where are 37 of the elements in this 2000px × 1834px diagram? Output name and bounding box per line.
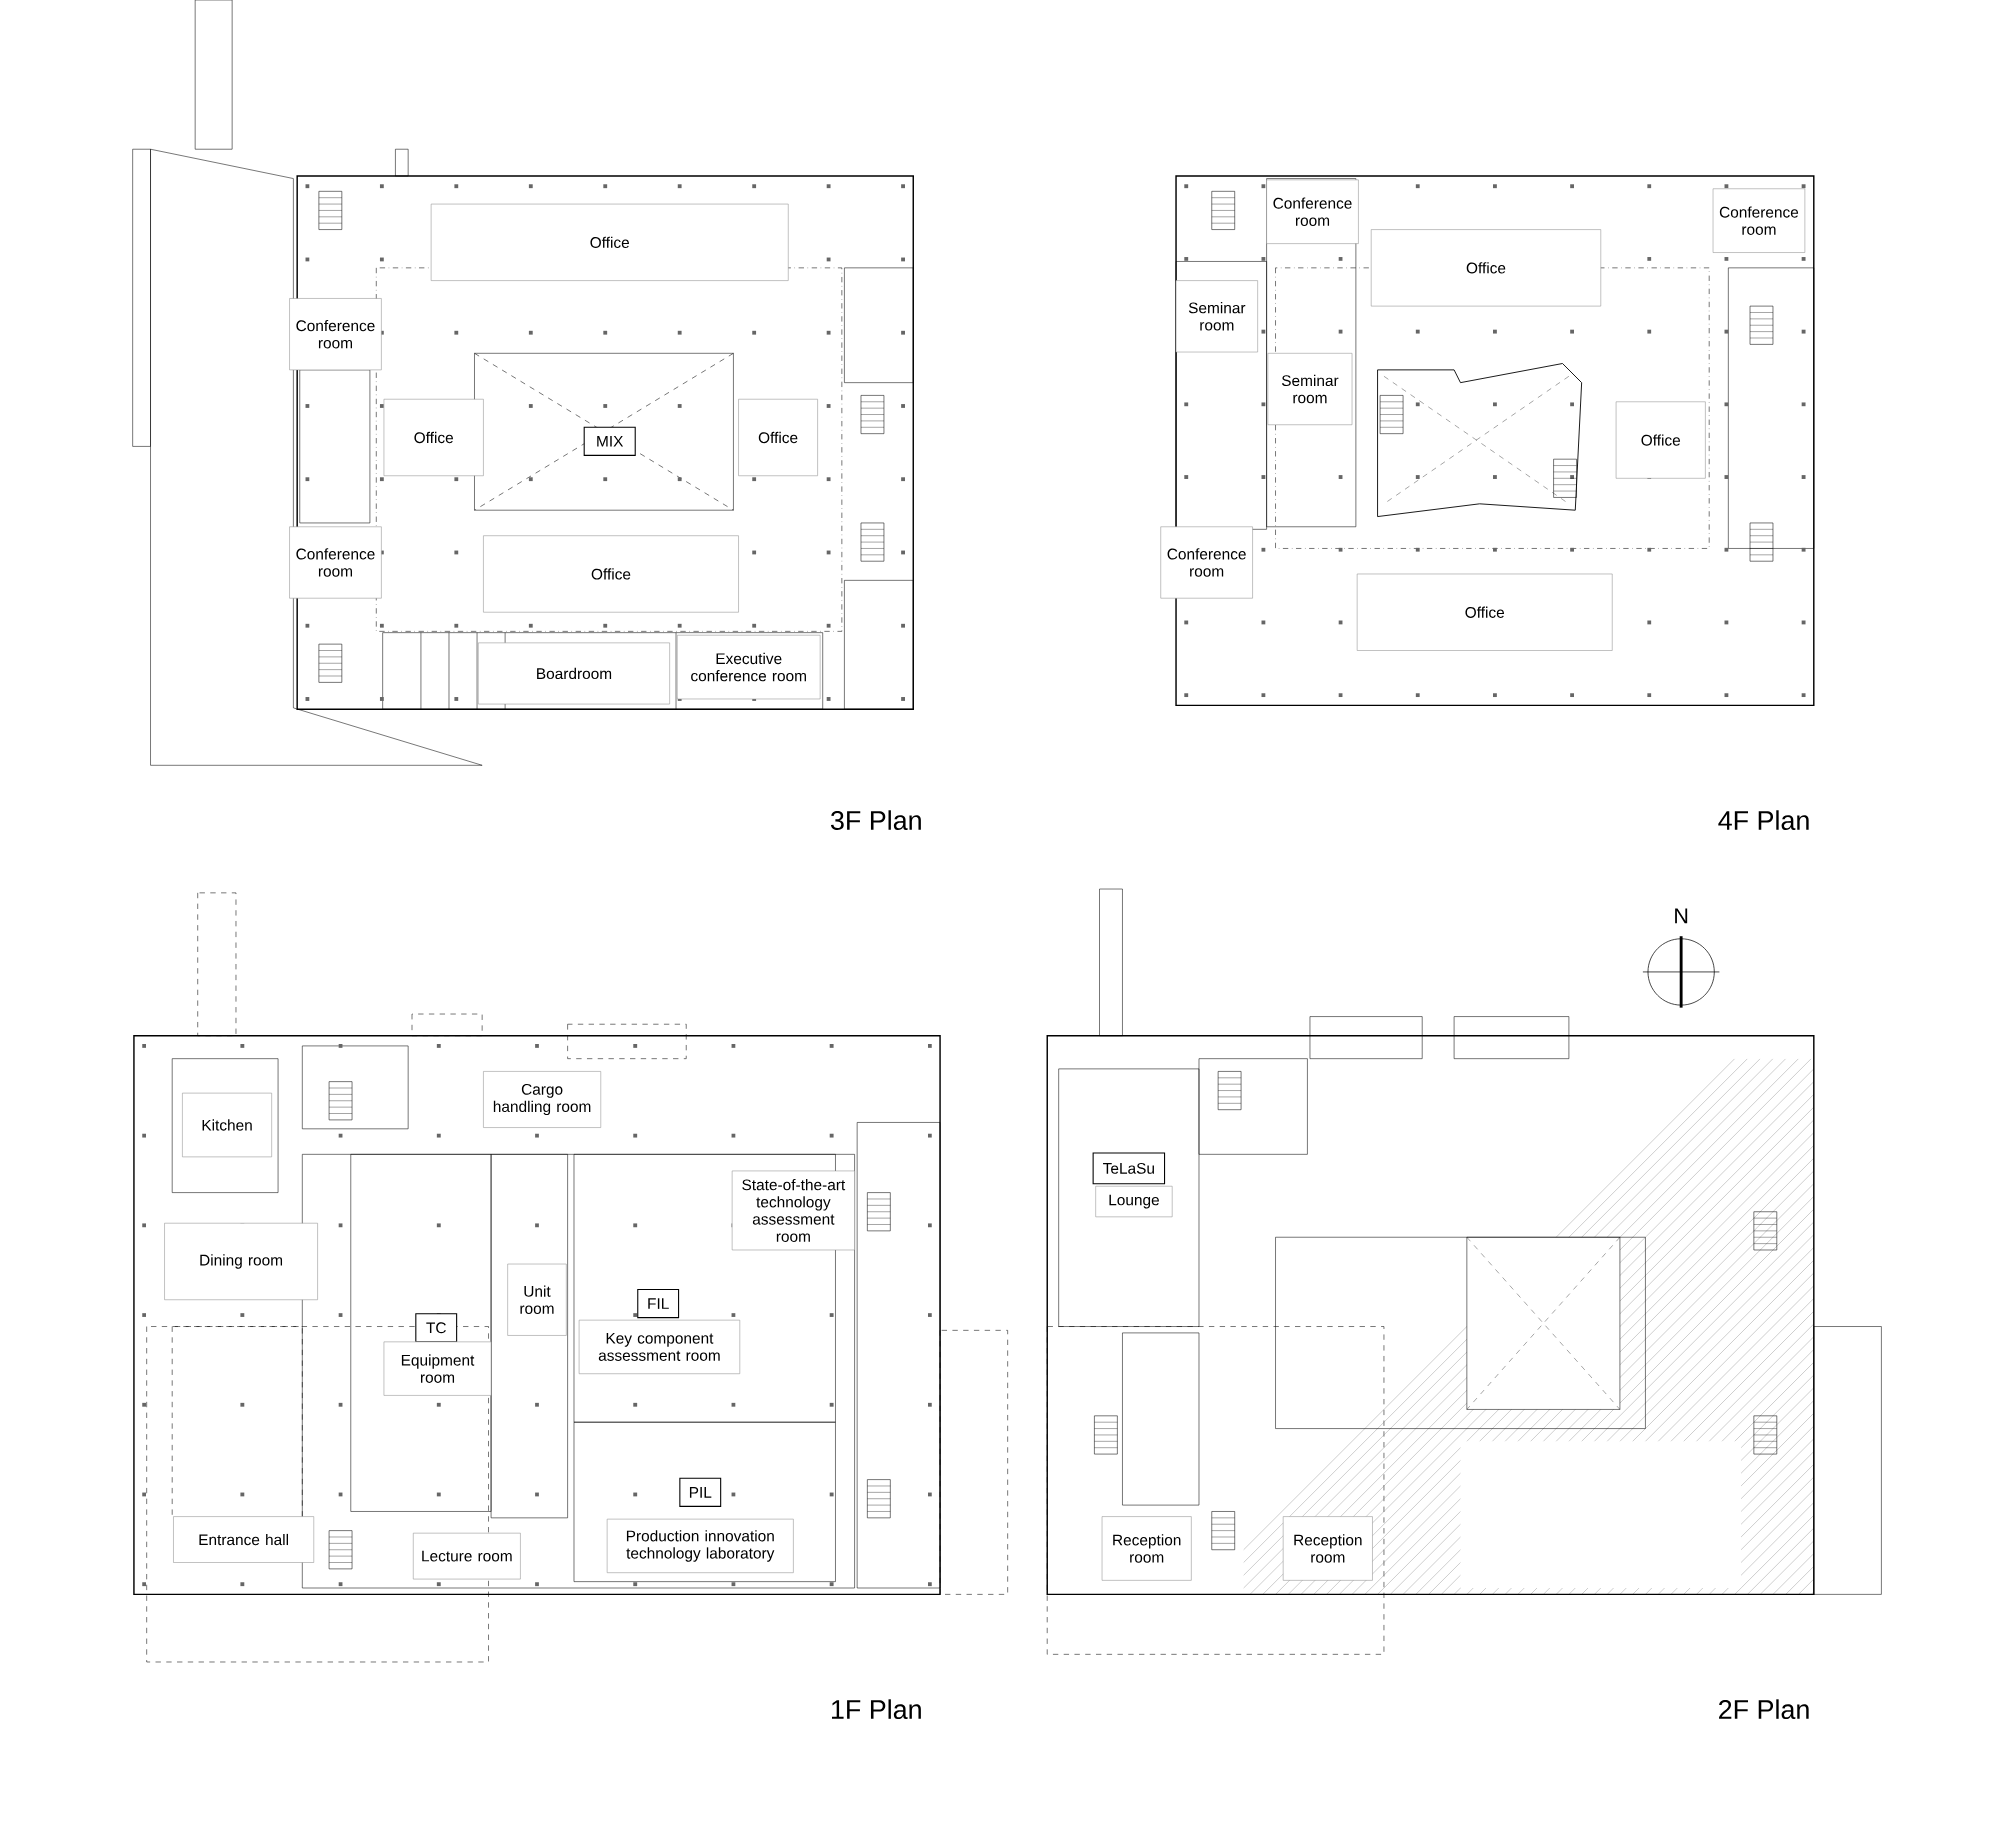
room: Executive conference room <box>677 634 821 700</box>
room-tag: FIL <box>637 1288 680 1319</box>
node-label: 1F Plan <box>831 1699 921 1719</box>
room: Cargo handling room <box>483 1071 602 1128</box>
room: Conference room <box>1712 188 1806 253</box>
room: Office <box>1615 401 1706 479</box>
room: Office <box>738 398 818 476</box>
room: State-of-the-art technology assessment room <box>731 1170 855 1251</box>
room: Conference room <box>1160 526 1253 599</box>
node-label: 3F Plan <box>830 810 921 830</box>
room: Reception room <box>1101 1516 1192 1581</box>
room: Lounge <box>1095 1185 1173 1217</box>
node-label: 4F Plan <box>1718 810 1809 830</box>
room: Lecture room <box>413 1532 521 1580</box>
room-tag: TeLaSu <box>1092 1152 1166 1185</box>
room-tag: PIL <box>679 1477 722 1507</box>
room: Reception room <box>1282 1516 1373 1581</box>
room-tag: TC <box>415 1313 458 1343</box>
room: Office <box>430 203 789 281</box>
room: Office <box>483 535 739 613</box>
room: Conference room <box>289 298 382 371</box>
room: Conference room <box>1266 179 1359 244</box>
room: Boardroom <box>478 642 670 705</box>
room: Seminar room <box>1175 280 1258 353</box>
room: Office <box>383 398 484 476</box>
node-label: 2F Plan <box>1719 1699 1809 1719</box>
room: Office <box>1356 573 1613 651</box>
room: Unit room <box>507 1263 567 1336</box>
room: Seminar room <box>1267 352 1353 425</box>
room: Office <box>1370 229 1602 307</box>
room: Conference room <box>289 526 382 599</box>
room: Kitchen <box>182 1092 272 1158</box>
room-tag: MIX <box>583 426 636 456</box>
room: Production innovation technology laboratory <box>606 1518 794 1573</box>
room: Entrance hall <box>173 1516 315 1563</box>
room: Dining room <box>164 1222 318 1300</box>
north-label: N <box>1675 908 1688 924</box>
